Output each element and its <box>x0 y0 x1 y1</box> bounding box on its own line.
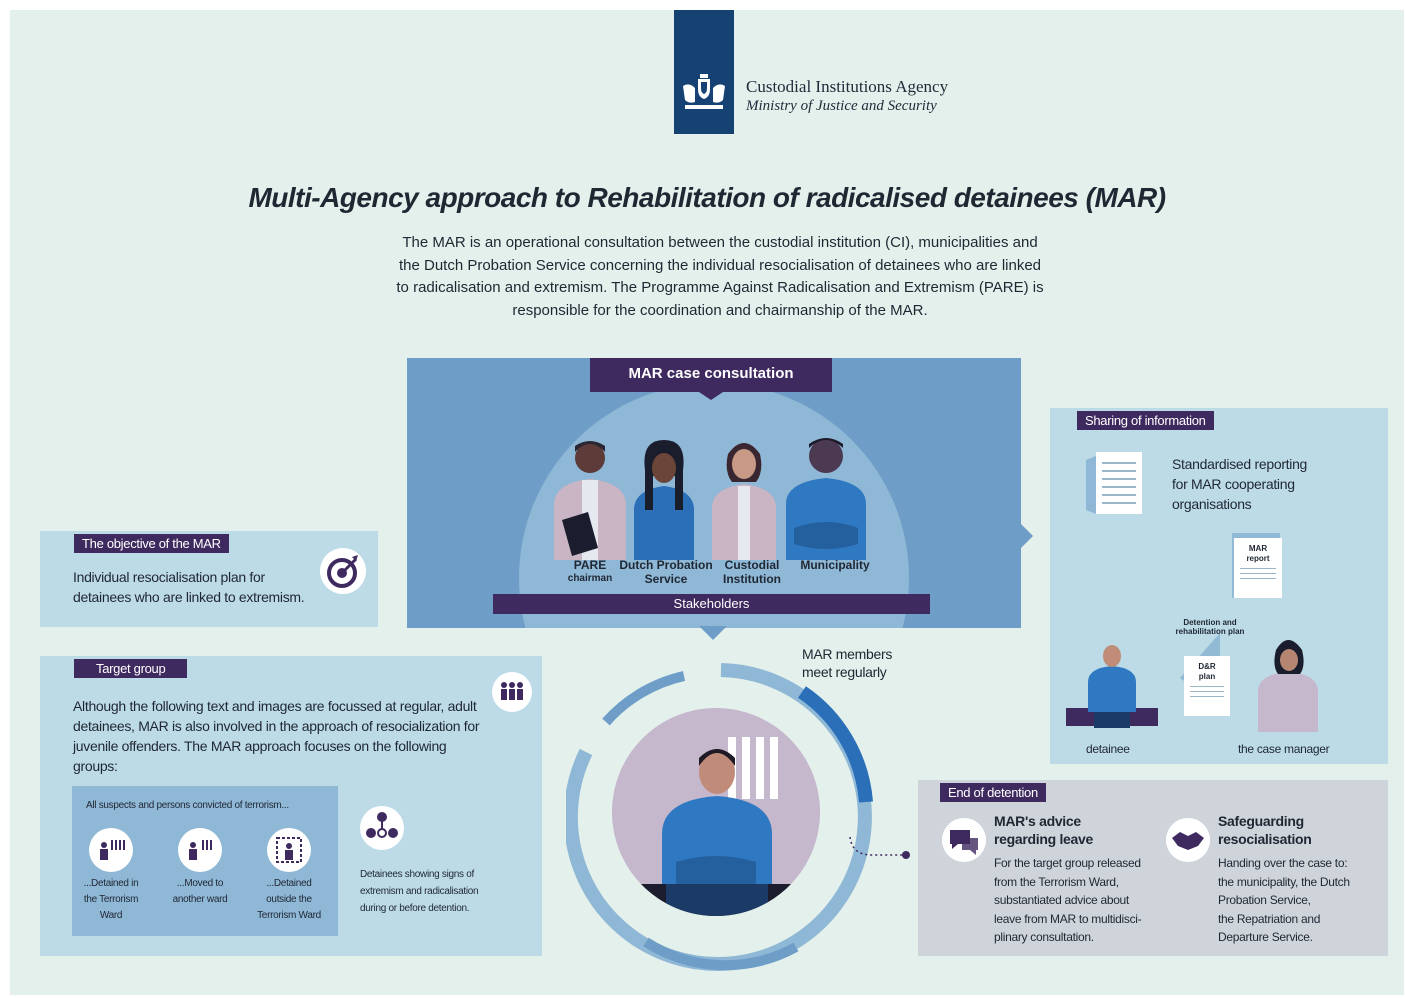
sharing-tag: Sharing of information <box>1077 411 1214 430</box>
group-another-ward: ...Moved to another ward <box>172 878 228 905</box>
municipality-figure <box>786 438 866 560</box>
group-terrorism-ward: ...Detained in the Terrorism Ward <box>83 878 139 921</box>
leave-title: MAR's advice regarding leave <box>994 813 1093 847</box>
target-group-text: Although the following text and images a… <box>73 698 480 774</box>
ministry-title: Ministry of Justice and Security <box>746 98 937 114</box>
page-title: Multi-Agency approach to Rehabilitation … <box>248 182 1166 213</box>
another-ward-icon <box>178 828 222 872</box>
end-of-detention-tag: End of detention <box>940 783 1046 802</box>
stakeholders-bar: Stakeholders <box>493 594 930 614</box>
terrorism-ward-icon <box>89 828 133 872</box>
meet-regularly-label: MAR members meet regularly <box>802 646 893 680</box>
safeguard-title: Safeguarding resocialisation <box>1218 813 1312 847</box>
signs-text: Detainees showing signs of extremism and… <box>360 869 479 914</box>
outside-ward-icon <box>267 828 311 872</box>
target-group-tag: Target group <box>74 659 188 678</box>
pare-chairman-figure <box>554 441 626 560</box>
end-of-detention-panel: End of detention MAR's advice regarding … <box>918 780 1388 956</box>
arrow-to-sharing <box>1019 522 1033 550</box>
coat-of-arms-icon <box>683 74 725 109</box>
consultation-heading: MAR case consultation <box>590 358 832 392</box>
safeguard-text: Handing over the case to: the municipali… <box>1218 856 1350 944</box>
probation-officer-figure <box>634 440 694 560</box>
arrow-to-meeting <box>699 626 727 640</box>
agency-name: Custodial Institutions Agency Ministry o… <box>746 76 948 116</box>
detainee-cycle-illustration <box>566 663 873 971</box>
intro-line: to radicalisation and extremism. The Pro… <box>396 279 1044 296</box>
pare-chairman-label: PARE chairman <box>567 558 613 584</box>
case-manager-figure <box>1258 640 1318 732</box>
speech-bubbles-icon <box>942 818 986 862</box>
plan-title: Detention and rehabilitation plan <box>1175 618 1245 636</box>
detainee-figure <box>1066 645 1158 728</box>
standardised-report-icon <box>1086 452 1142 514</box>
infographic-page: Custodial Institutions Agency Ministry o… <box>10 10 1404 995</box>
heading-pointer <box>699 392 723 400</box>
dotted-connector <box>849 836 910 859</box>
mar-report-document: MAR report <box>1234 538 1282 598</box>
objective-tag: The objective of the MAR <box>74 534 229 553</box>
terrorism-groups-title: All suspects and persons convicted of te… <box>86 800 289 811</box>
target-icon <box>320 548 366 594</box>
intro-line: the Dutch Probation Service concerning t… <box>398 256 1042 274</box>
intro-line: The MAR is an operational consultation b… <box>402 234 1038 251</box>
signs-network-icon <box>360 806 404 850</box>
intro-text: The MAR is an operational consultation b… <box>360 232 1080 322</box>
agency-title: Custodial Institutions Agency <box>746 77 949 96</box>
terrorism-groups-box: All suspects and persons convicted of te… <box>72 786 338 936</box>
custodial-institution-label: Custodial Institution <box>723 558 781 586</box>
objective-text: Individual resocialisation plan for deta… <box>73 569 305 605</box>
probation-service-label: Dutch Probation Service <box>619 558 713 586</box>
custodial-officer-figure <box>712 443 776 560</box>
dr-plan-document: D&R plan <box>1184 656 1230 716</box>
sharing-text: Standardised reporting for MAR cooperati… <box>1172 456 1308 512</box>
mar-report-label: MAR report <box>1246 544 1270 563</box>
sharing-information-panel: Sharing of information Standardised repo… <box>1050 408 1388 764</box>
target-group-panel: Target group Although the following text… <box>40 656 542 956</box>
objective-panel: The objective of the MAR Individual reso… <box>40 531 378 627</box>
handshake-icon <box>1166 818 1210 862</box>
dr-plan-label: D&R plan <box>1198 662 1216 681</box>
group-icon <box>492 672 532 712</box>
detainee-label: detainee <box>1086 742 1130 756</box>
government-logo <box>674 10 734 134</box>
stakeholder-people-illustration <box>554 438 866 560</box>
case-consultation-panel: MAR case consultation <box>407 358 1033 640</box>
leave-text: For the target group released from the T… <box>994 856 1142 944</box>
intro-line: responsible for the coordination and cha… <box>512 301 928 319</box>
group-outside-ward: ...Detained outside the Terrorism Ward <box>257 878 321 921</box>
municipality-label: Municipality <box>800 558 870 572</box>
case-manager-label: the case manager <box>1238 742 1330 756</box>
